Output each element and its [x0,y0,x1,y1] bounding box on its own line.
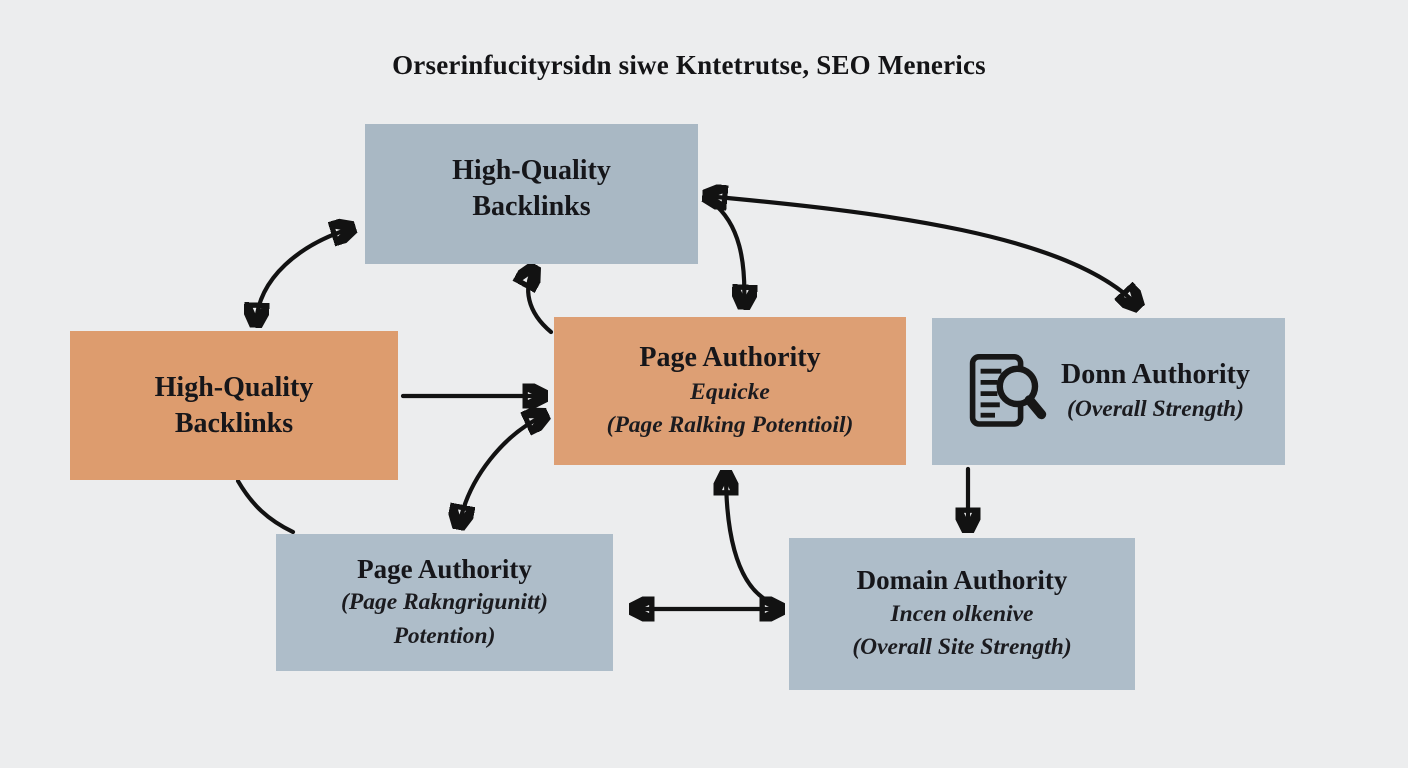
box-subtitle-line: (Page Rakngrigunitt) [341,589,548,616]
box-title-line: Backlinks [472,191,591,222]
arrow-centerbox-topbox [528,268,554,335]
box-subtitle-line: Potention) [393,622,496,649]
connector-leftbox-bottomleftbox [235,478,296,535]
box-bottom-left-page-authority[interactable]: Page Authority (Page Rakngrigunitt) Pote… [276,534,613,671]
diagram-title: Orserinfucityrsidn siwe Kntetrutse, SEO … [392,50,986,80]
arrow-leftbox-topbox [256,228,352,324]
box-subtitle-line: (Overall Site Strength) [852,634,1072,661]
box-center-page-authority[interactable]: Page Authority Equicke (Page Ralking Pot… [554,317,906,465]
box-title-line: Donn Authority [1060,358,1251,390]
box-title-line: Page Authority [639,341,821,373]
box-right-domain-authority[interactable]: Donn Authority (Overall Strength) [932,318,1285,465]
box-bottom-right-domain-authority[interactable]: Domain Authority Incen olkenive (Overall… [789,538,1135,690]
arrow-topbox-centerbox [709,199,744,306]
box-subtitle-line: (Overall Strength) [1067,395,1244,422]
box-title-line: Domain Authority [856,565,1068,596]
document-magnifier-icon [967,351,1047,433]
arrow-bottomline-centerbox [726,474,775,606]
box-top-high-quality-backlinks[interactable]: High-Quality Backlinks [365,124,698,264]
box-subtitle-line: Equicke [690,378,770,405]
box-title-line: Backlinks [174,407,294,439]
arrow-topbox-rightbox [706,196,1138,306]
box-subtitle-line: (Page Ralking Potentioil) [606,411,854,438]
box-title-line: High-Quality [452,155,611,187]
box-left-high-quality-backlinks[interactable]: High-Quality Backlinks [70,331,398,480]
box-title-line: High-Quality [154,371,314,403]
box-subtitle-line: Incen olkenive [890,600,1034,627]
arrow-bottomleftbox-centerbox [459,415,545,526]
box-title-line: Page Authority [357,553,532,584]
